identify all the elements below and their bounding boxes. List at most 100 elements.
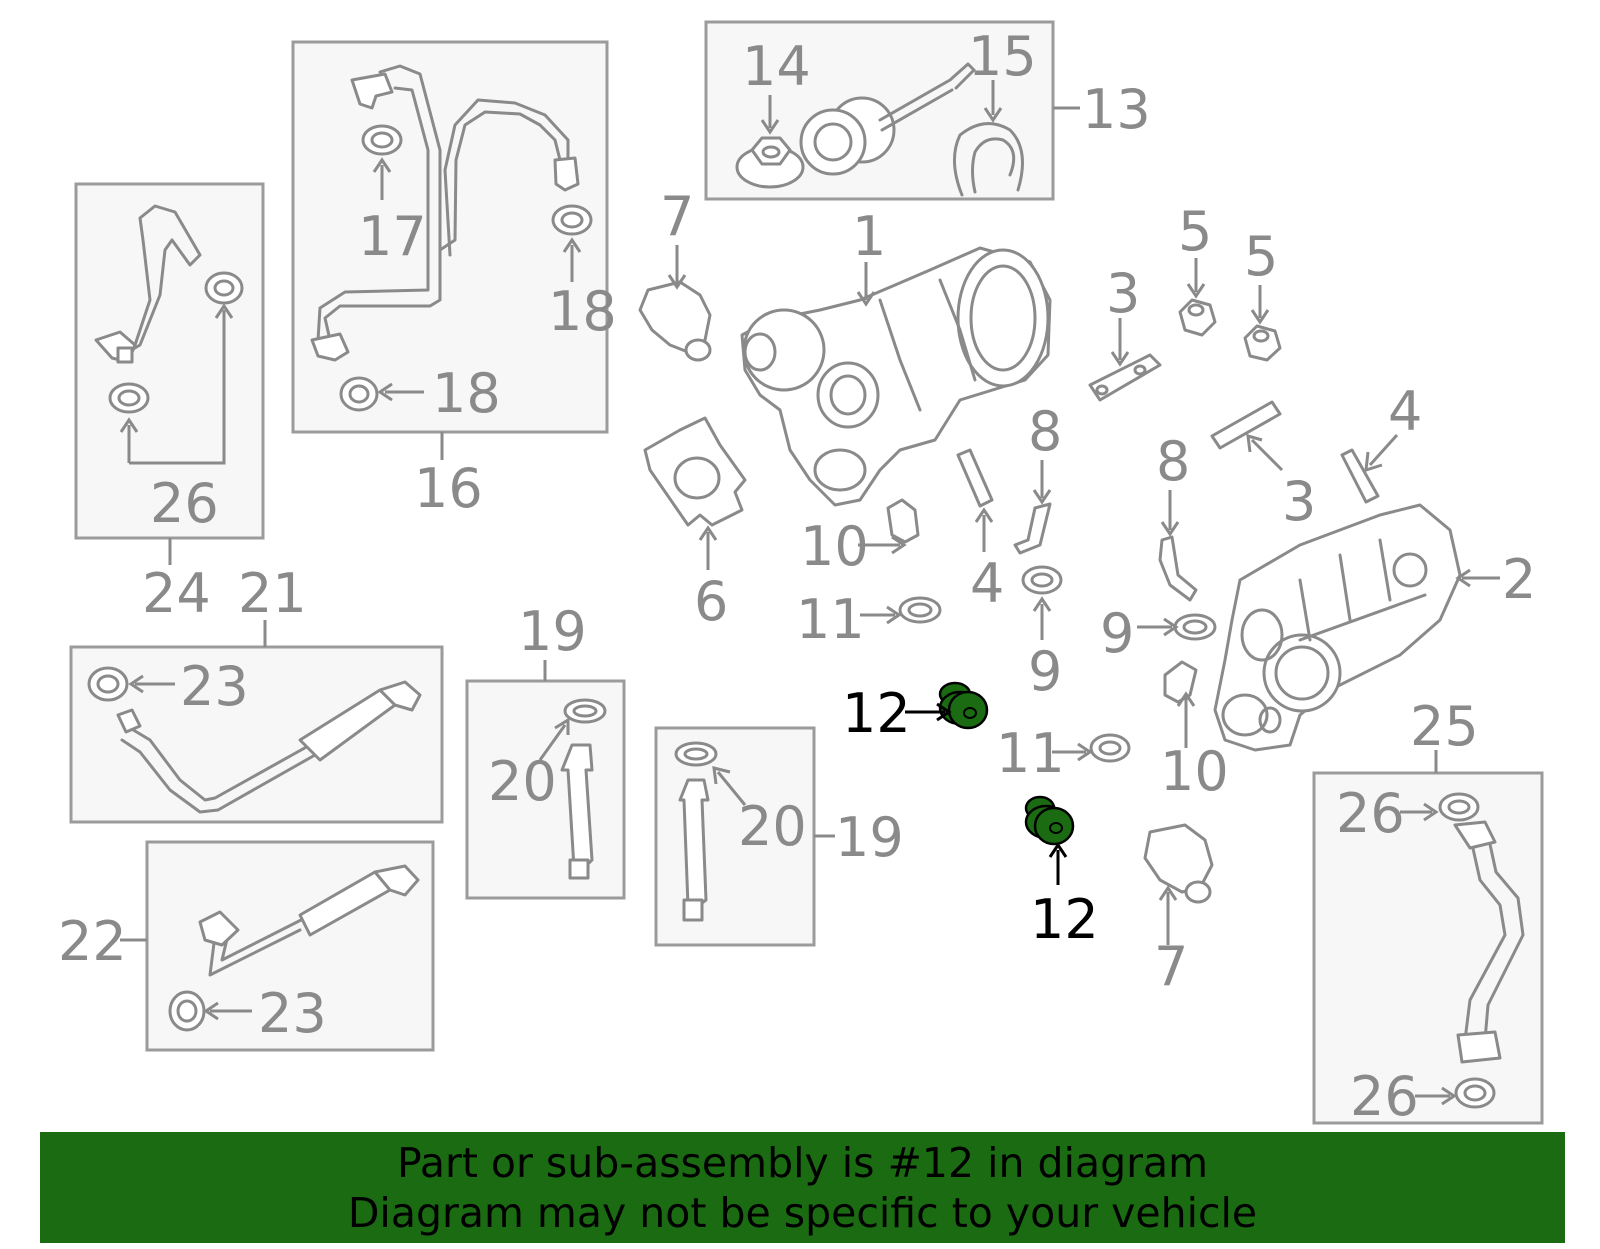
leader-12-b (1048, 842, 1068, 885)
part-gasket-23-b (168, 990, 206, 1032)
leader-26-d (1415, 1086, 1457, 1106)
banner-line-1: Part or sub-assembly is #12 in diagram (396, 1138, 1209, 1187)
leader-4-b (974, 507, 994, 552)
leader-2 (1455, 568, 1500, 588)
part-pipe-19-b (678, 778, 710, 922)
part-gasket-18-b (339, 376, 379, 412)
leader-7-b (1158, 885, 1178, 945)
banner-line-2: Diagram may not be specific to your vehi… (347, 1188, 1258, 1237)
leader-5-b (1250, 285, 1270, 325)
part-gasket-26-c (1438, 792, 1480, 822)
callout-4-a: 4 (1388, 380, 1422, 443)
callout-24: 24 (142, 562, 211, 625)
part-gasket-9-a (1021, 565, 1063, 595)
callout-19-a: 19 (518, 600, 587, 663)
part-fitting-7-b (1143, 823, 1214, 904)
part-gasket-11-b (1089, 733, 1131, 763)
part-gasket-20-b (674, 741, 718, 767)
leader-1 (856, 262, 876, 307)
part-clip-15 (953, 122, 1024, 197)
leader-8-b (1160, 490, 1180, 537)
part-oil-pipe-24 (94, 204, 202, 364)
callout-5-a: 5 (1178, 200, 1212, 263)
part-turbocharger-1 (740, 246, 1052, 507)
leader-23-a (128, 674, 175, 694)
callout-13: 13 (1082, 78, 1151, 141)
box-25 (1312, 771, 1544, 1125)
callout-10-b: 10 (1160, 740, 1229, 803)
callout-7-b: 7 (1154, 935, 1188, 998)
part-bracket-3-b (1210, 400, 1282, 450)
leader-12-a (905, 702, 952, 722)
leader-10-b (1176, 691, 1196, 748)
callout-17: 17 (358, 205, 427, 268)
part-oil-line-21 (116, 680, 422, 814)
part-gasket-23-a (87, 666, 129, 702)
part-stud-4-a (1340, 448, 1380, 504)
callout-5-b: 5 (1244, 225, 1278, 288)
part-actuator-13 (799, 62, 976, 176)
leader-7-a (667, 245, 687, 290)
part-nut-14 (735, 136, 805, 189)
callout-15: 15 (968, 25, 1037, 88)
part-nut-5-b (1243, 324, 1282, 362)
callout-20-b: 20 (738, 795, 807, 858)
leader-18-a (562, 237, 582, 282)
callout-26-b: 26 (1336, 782, 1405, 845)
part-oil-pipe-25 (1453, 820, 1525, 1064)
callout-23-b: 23 (258, 982, 327, 1045)
callout-7-a: 7 (660, 185, 694, 248)
leader-26 (119, 303, 234, 465)
callout-11-a: 11 (796, 588, 865, 651)
leader-18-b (377, 382, 424, 402)
part-gasket-11-a (898, 596, 942, 624)
callout-4-b: 4 (970, 552, 1004, 615)
callout-1: 1 (852, 205, 886, 268)
callout-10-a: 10 (800, 515, 869, 578)
leader-11-a (860, 605, 902, 625)
part-fitting-10-b (1163, 660, 1198, 704)
callout-3-b: 3 (1282, 470, 1316, 533)
part-pipe-19-a (560, 743, 594, 880)
callout-14: 14 (742, 35, 811, 98)
callout-18-a: 18 (548, 280, 617, 343)
callout-20-a: 20 (488, 750, 557, 813)
callout-26-c: 26 (1350, 1065, 1419, 1128)
callout-18-b: 18 (432, 362, 501, 425)
callout-16: 16 (414, 457, 483, 520)
callout-25: 25 (1410, 695, 1479, 758)
part-gasket-17 (361, 124, 403, 156)
callout-11-b: 11 (996, 722, 1065, 785)
callout-8-a: 8 (1028, 400, 1062, 463)
part-gasket-26-d (1454, 1077, 1496, 1109)
leader-15 (983, 80, 1003, 123)
leader-4-a (1364, 433, 1399, 473)
box-21 (69, 645, 444, 824)
callout-8-b: 8 (1156, 430, 1190, 493)
part-plug-12-a (938, 681, 989, 730)
part-gasket-9-b (1173, 613, 1217, 641)
callout-22: 22 (58, 910, 127, 973)
part-stud-4-b (956, 448, 994, 508)
leader-5-a (1186, 258, 1206, 299)
leader-14 (760, 95, 780, 135)
part-gasket-26-a (204, 271, 244, 305)
callout-9-a: 9 (1028, 640, 1062, 703)
leader-9-a (1032, 596, 1052, 640)
callout-3-a: 3 (1106, 262, 1140, 325)
callout-12-a: 12 (842, 682, 911, 745)
part-bracket-8-b (1158, 535, 1198, 602)
leader-20-a (538, 717, 570, 761)
leader-3-a (1110, 318, 1130, 367)
callout-2: 2 (1502, 548, 1536, 611)
callout-21: 21 (238, 562, 307, 625)
part-gasket-6 (643, 416, 747, 527)
part-plug-12-b (1024, 795, 1075, 846)
callout-12-b: 12 (1030, 888, 1099, 951)
leader-10-a (858, 535, 907, 555)
callout-26-a: 26 (150, 472, 219, 535)
part-turbocharger-2 (1213, 503, 1462, 752)
leader-11-b (1052, 742, 1093, 762)
callout-9-b: 9 (1100, 602, 1134, 665)
part-oil-line-16 (310, 64, 580, 362)
